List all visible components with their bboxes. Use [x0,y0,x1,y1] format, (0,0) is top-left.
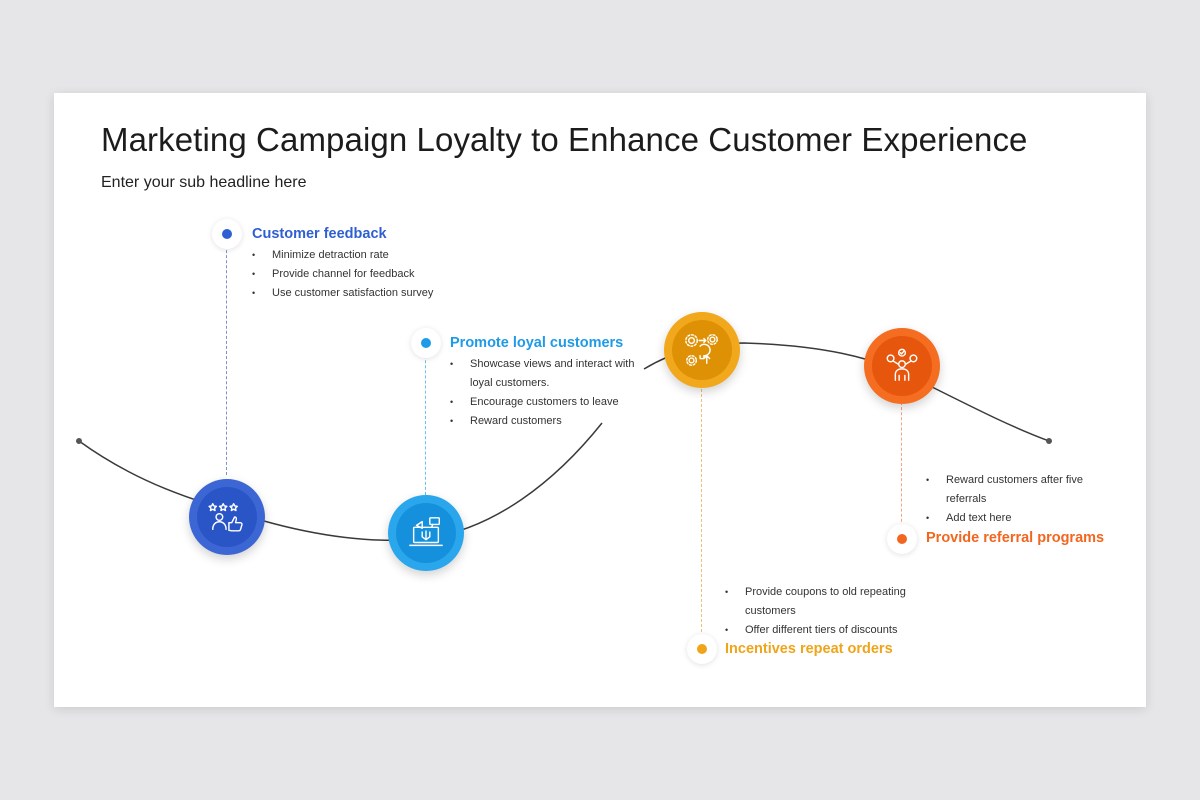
list-item: referrals [946,493,987,505]
step-heading-4: Provide referral programs [926,530,1105,546]
step-heading-1: Customer feedback [252,226,387,242]
step-bullets-1: Minimize detraction rate Provide channel… [252,246,492,303]
marker-dot-2 [411,328,441,358]
page-title: Marketing Campaign Loyalty to Enhance Cu… [101,121,1028,158]
connector-line-2 [425,345,426,495]
list-item: Reward customers [450,412,650,431]
step-node-4 [864,328,940,404]
marker-dot-1 [212,219,242,249]
connector-line-1 [226,235,227,475]
list-item: Encourage customers to leave [450,393,650,412]
list-item: customers [745,605,796,617]
list-item: Minimize detraction rate [252,246,492,265]
step-heading-2: Promote loyal customers [450,335,624,351]
list-item: Provide coupons to old repeating [725,583,945,602]
connector-line-4 [901,397,902,537]
slide: Marketing Campaign Loyalty to Enhance Cu… [54,93,1146,707]
marker-dot-3 [687,634,717,664]
step-bullets-3: Provide coupons to old repeating custome… [725,583,945,640]
list-item: loyal customers. [470,377,550,389]
step-bullets-2: Showcase views and interact with loyal c… [450,355,650,431]
page-subtitle: Enter your sub headline here [101,174,307,191]
step-node-1 [189,479,265,555]
list-item: Showcase views and interact with [450,355,650,374]
gears-cycle-icon [685,334,718,366]
connector-line-3 [701,389,702,647]
marker-dot-4 [887,524,917,554]
rating-thumbs-up-icon [208,502,243,532]
step-bullets-4: Reward customers after five referrals Ad… [926,471,1106,528]
referral-network-icon [886,348,918,381]
step-heading-3: Incentives repeat orders [725,641,893,657]
list-item: Use customer satisfaction survey [252,284,492,303]
step-node-3 [664,312,740,388]
list-item: Reward customers after five [926,471,1106,490]
list-item: Add text here [926,509,1106,528]
laptop-megaphone-icon [409,517,443,547]
list-item: Offer different tiers of discounts [725,621,945,640]
step-node-2 [388,495,464,571]
list-item: Provide channel for feedback [252,265,492,284]
